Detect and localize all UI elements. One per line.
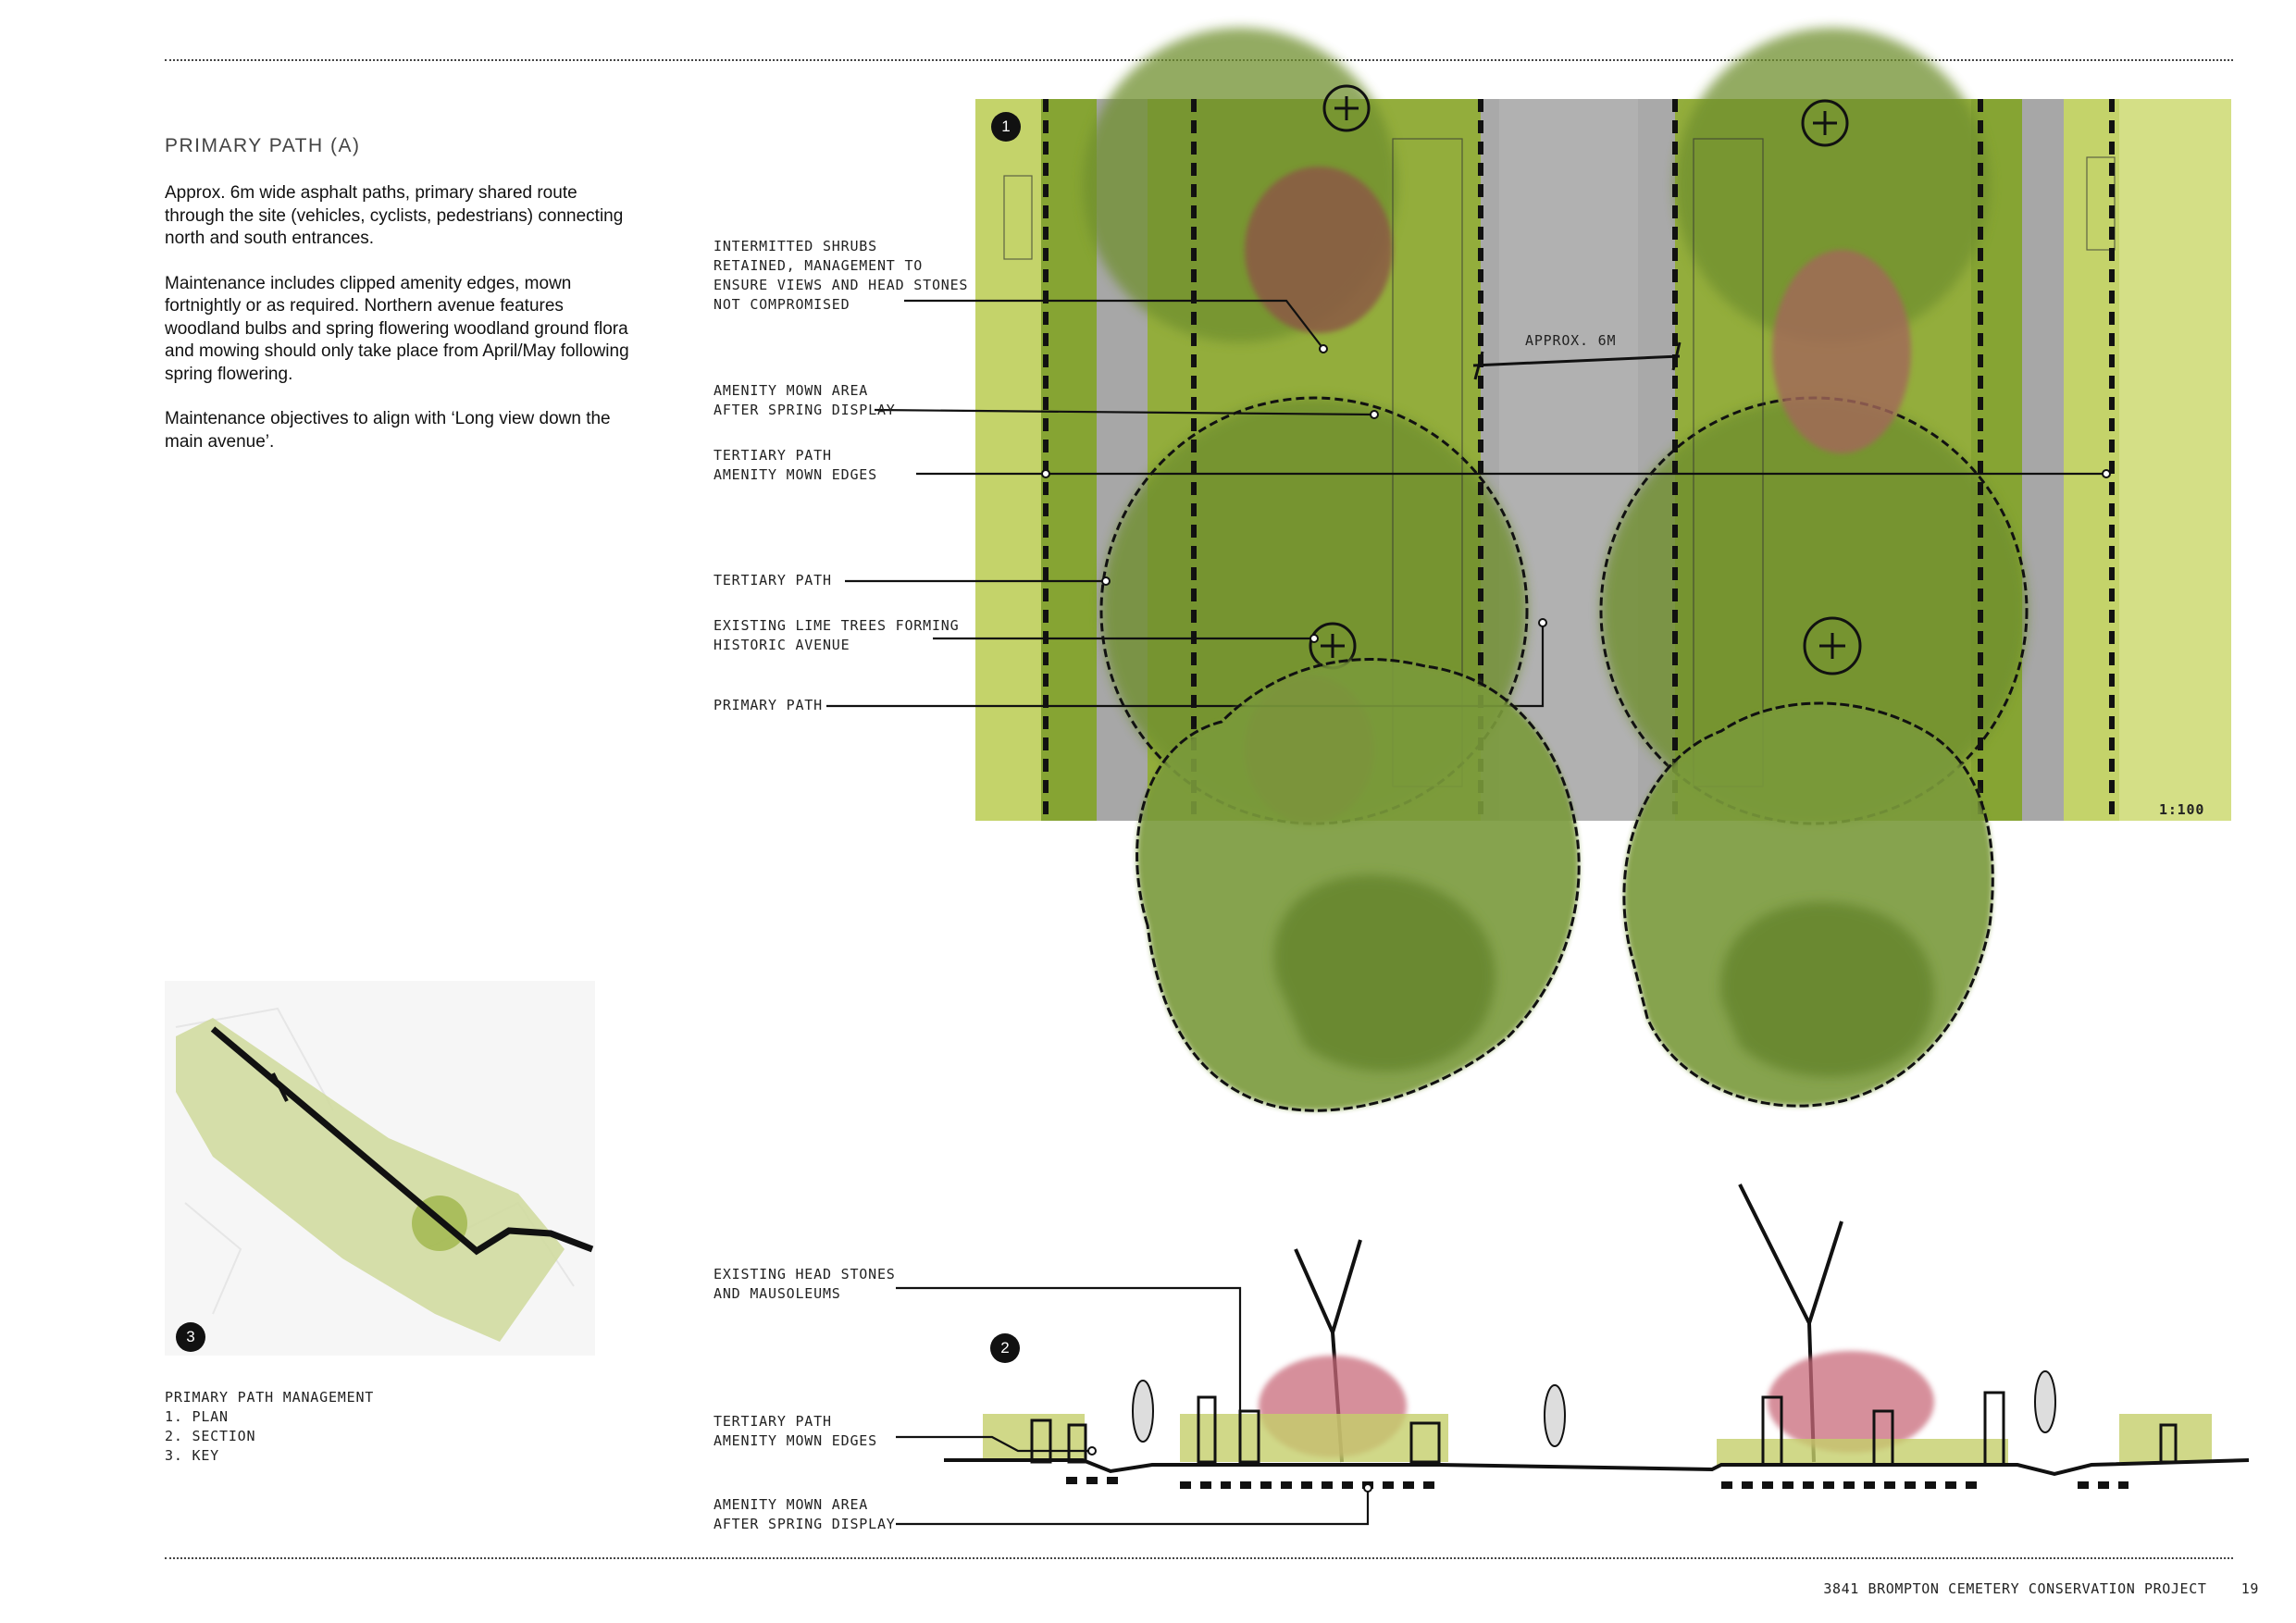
key-caption: PRIMARY PATH MANAGEMENT 1. PLAN 2. SECTI… [165,1388,374,1466]
callout-tertiary-path-edges: TERTIARY PATH AMENITY MOWN EDGES [714,447,877,483]
bottom-rule [165,1557,2233,1559]
dimension-label: APPROX. 6M [1525,332,1617,349]
tertiary-path-right [2022,99,2064,821]
key-item: 2. SECTION [165,1428,256,1444]
key-map [165,981,595,1356]
plan-badge: 1 [991,112,1021,142]
callout-primary-path: PRIMARY PATH [714,697,823,713]
plan-drawing [826,28,2231,825]
callout-amenity-mown-area-section: AMENITY MOWN AREA AFTER SPRING DISPLAY [714,1496,896,1532]
callout-intermitted-shrubs: INTERMITTED SHRUBS RETAINED, MANAGEMENT … [714,238,969,313]
key-map-badge: 3 [176,1322,205,1352]
page-title: PRIMARY PATH (A) [165,135,361,156]
description-paragraph: Maintenance objectives to align with ‘Lo… [165,409,611,452]
description: Approx. 6m wide asphalt paths, primary s… [165,182,637,476]
description-paragraph: Maintenance includes clipped amenity edg… [165,273,629,384]
footer: 3841 BROMPTON CEMETERY CONSERVATION PROJ… [1823,1580,2259,1597]
section-badge: 2 [990,1333,1020,1363]
footer-project: 3841 BROMPTON CEMETERY CONSERVATION PROJ… [1823,1580,2207,1597]
section-drawing [896,658,2250,1526]
callout-amenity-mown-area: AMENITY MOWN AREA AFTER SPRING DISPLAY [714,382,896,418]
key-item: 3. KEY [165,1447,219,1464]
callout-tertiary-path-edges-section: TERTIARY PATH AMENITY MOWN EDGES [714,1413,877,1449]
scale-label: 1:100 [2159,801,2205,818]
callout-lime-trees: EXISTING LIME TREES FORMING HISTORIC AVE… [714,617,960,653]
key-caption-title: PRIMARY PATH MANAGEMENT [165,1389,375,1406]
key-item: 1. PLAN [165,1408,229,1425]
description-paragraph: Approx. 6m wide asphalt paths, primary s… [165,183,624,248]
callout-head-stones: EXISTING HEAD STONES AND MAUSOLEUMS [714,1266,896,1302]
callout-tertiary-path: TERTIARY PATH [714,572,832,588]
page-number: 19 [2240,1580,2259,1597]
